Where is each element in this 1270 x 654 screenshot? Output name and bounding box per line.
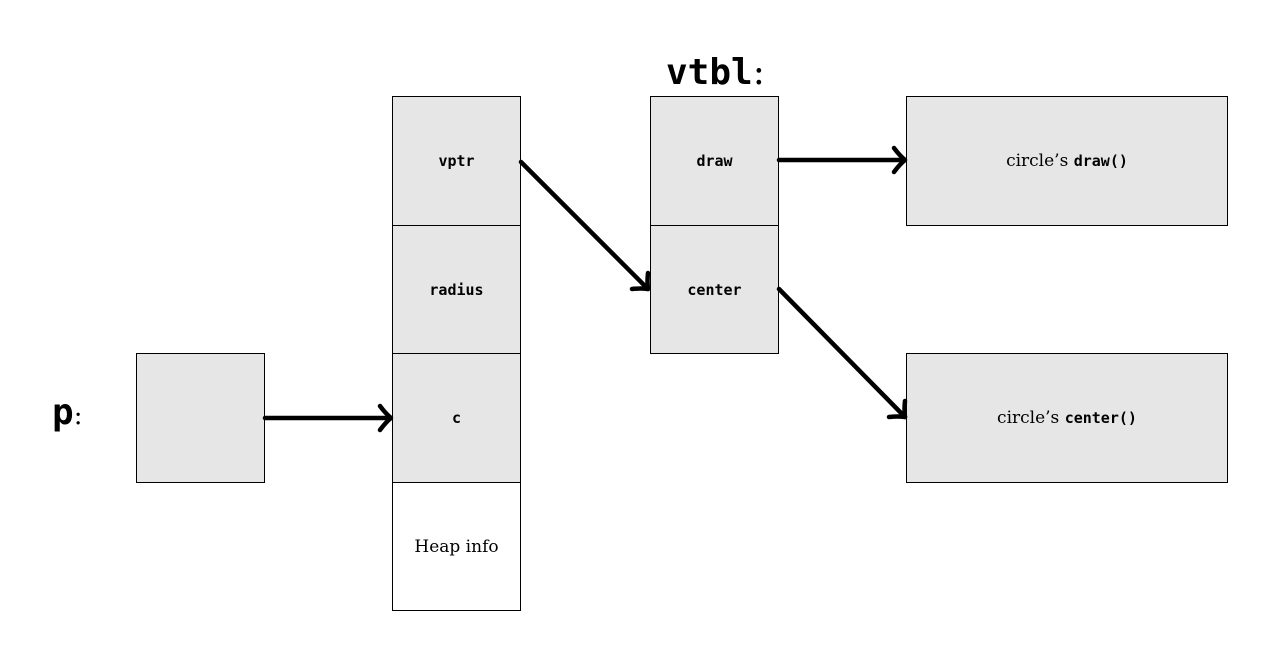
vtable-entry-center-label: center xyxy=(687,280,742,299)
function-draw-prefix: circle’s xyxy=(1006,151,1074,171)
p-label-text: p xyxy=(52,392,74,433)
object-field-c: c xyxy=(392,353,521,483)
arrowhead-draw-to-function xyxy=(891,145,908,175)
vtbl-label-text: vtbl xyxy=(666,52,753,93)
p-label-colon: : xyxy=(73,401,83,431)
object-field-radius: radius xyxy=(392,225,521,354)
vtbl-label: vtbl: xyxy=(666,52,765,93)
function-center-code: center() xyxy=(1064,409,1137,427)
p-label: p: xyxy=(52,392,82,433)
object-heap-info: Heap info xyxy=(392,482,521,611)
object-field-vptr: vptr xyxy=(392,96,521,226)
arrow-vptr-to-vtable xyxy=(518,159,651,292)
vtable-entry-center: center xyxy=(650,225,779,354)
function-center-prefix: circle’s xyxy=(997,408,1065,428)
arrowhead-vptr-to-vtable xyxy=(629,270,651,292)
function-center-box: circle’s center() xyxy=(906,353,1228,483)
arrow-center-to-function xyxy=(776,286,908,420)
function-draw-box: circle’s draw() xyxy=(906,96,1228,226)
object-field-radius-label: radius xyxy=(429,280,484,299)
vtable-entry-draw-label: draw xyxy=(696,152,733,170)
arrowhead-center-to-function xyxy=(886,398,908,420)
object-field-vptr-label: vptr xyxy=(438,152,475,170)
function-draw-code: draw() xyxy=(1073,152,1128,170)
arrowhead-p-to-object xyxy=(377,403,394,433)
vtable-entry-draw: draw xyxy=(650,96,779,226)
vtbl-label-colon: : xyxy=(752,52,765,93)
object-heap-info-label: Heap info xyxy=(414,536,499,557)
object-field-c-label: c xyxy=(451,409,462,427)
